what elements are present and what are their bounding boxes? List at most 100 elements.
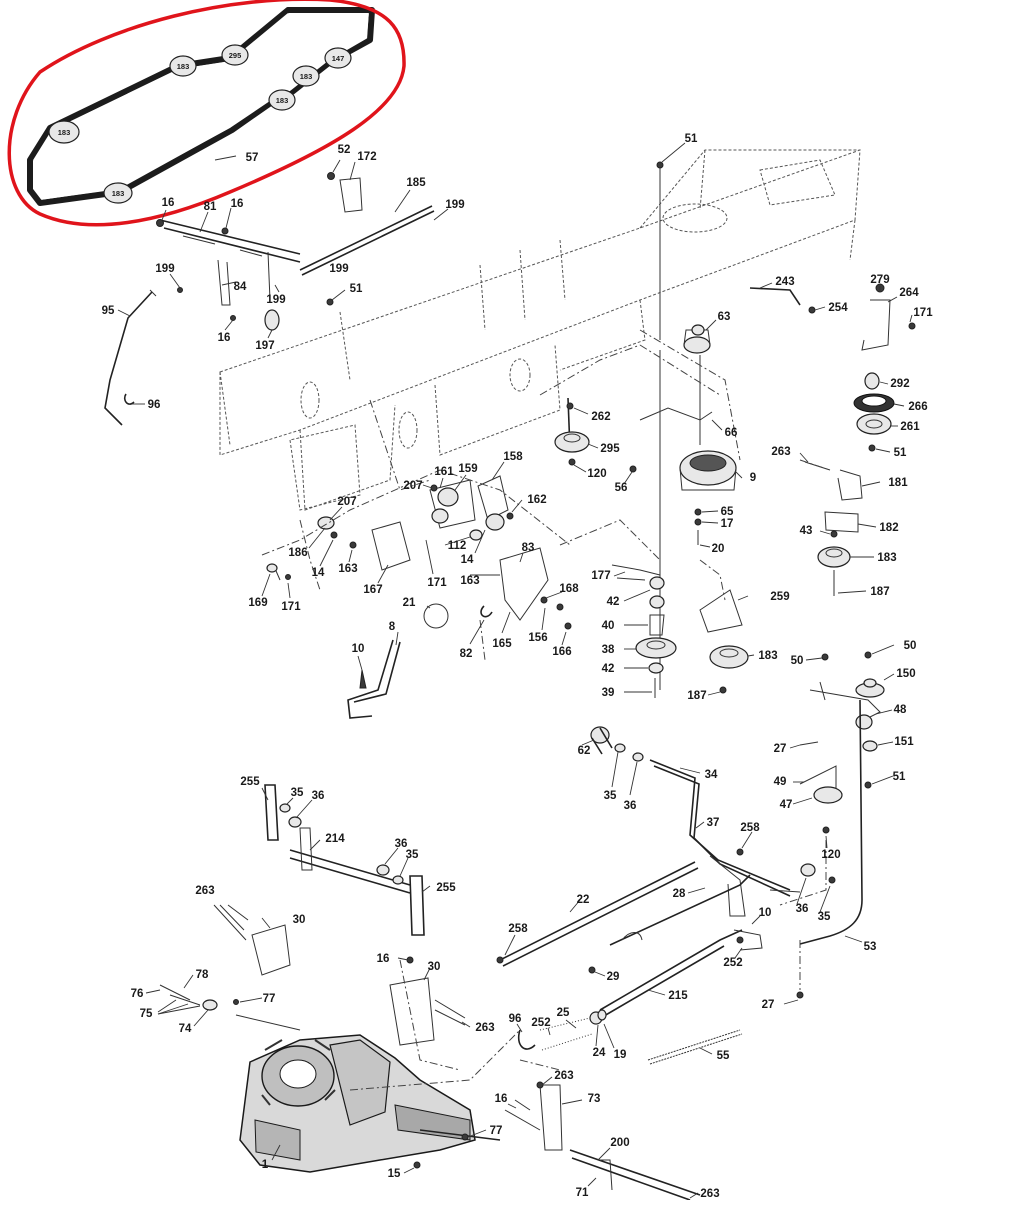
part-label: 263 <box>700 1188 719 1200</box>
part-label: 36 <box>624 800 637 812</box>
part-label: 29 <box>607 971 620 983</box>
part-label: 43 <box>800 525 813 537</box>
belt-pulley: 183 <box>103 182 133 204</box>
part-label: 207 <box>337 496 356 508</box>
part-label: 37 <box>707 817 720 829</box>
part-label: 243 <box>775 276 794 288</box>
part-label: 158 <box>503 451 523 463</box>
part-label: 16 <box>162 197 175 209</box>
part-label: 199 <box>329 263 348 275</box>
part-label: 22 <box>577 894 590 906</box>
part-label: 51 <box>350 283 363 295</box>
part-label: 165 <box>492 638 512 650</box>
part-label: 183 <box>877 552 896 564</box>
part-label: 151 <box>894 736 914 748</box>
part-label: 163 <box>338 563 357 575</box>
part-label: 38 <box>602 644 615 656</box>
part-label: 57 <box>246 152 259 164</box>
part-label: 199 <box>445 199 464 211</box>
part-label: 263 <box>554 1070 573 1082</box>
part-label: 150 <box>896 668 915 680</box>
part-label: 199 <box>266 294 285 306</box>
part-label: 15 <box>388 1168 401 1180</box>
svg-text:147: 147 <box>332 54 345 63</box>
part-label: 50 <box>791 655 804 667</box>
svg-text:183: 183 <box>177 62 190 71</box>
svg-text:183: 183 <box>112 189 125 198</box>
part-label: 263 <box>771 446 790 458</box>
svg-text:183: 183 <box>276 96 289 105</box>
part-label: 74 <box>179 1023 192 1035</box>
part-label: 163 <box>460 575 479 587</box>
part-label: 16 <box>495 1093 508 1105</box>
part-label: 169 <box>248 597 267 609</box>
part-label: 95 <box>102 305 115 317</box>
part-label: 56 <box>615 482 628 494</box>
upper-right-parts <box>554 161 916 690</box>
part-label: 24 <box>593 1047 606 1059</box>
center-linkage <box>266 475 749 719</box>
part-label: 16 <box>377 953 390 965</box>
part-label: 159 <box>458 463 477 475</box>
part-label: 52 <box>338 144 351 156</box>
part-label: 8 <box>389 621 396 633</box>
part-label: 183 <box>758 650 777 662</box>
part-label: 19 <box>614 1049 627 1061</box>
part-label: 78 <box>196 969 209 981</box>
part-label: 263 <box>475 1022 494 1034</box>
part-label: 16 <box>218 332 231 344</box>
part-label: 254 <box>828 302 848 314</box>
part-label: 177 <box>591 570 610 582</box>
belt-pulley: 147 <box>324 47 352 69</box>
part-label: 96 <box>509 1013 522 1025</box>
part-label: 27 <box>774 743 787 755</box>
part-label: 120 <box>821 849 840 861</box>
leader-lines <box>117 142 913 1199</box>
part-label: 53 <box>864 941 877 953</box>
part-label: 36 <box>395 838 408 850</box>
part-label: 39 <box>602 687 615 699</box>
mower-frame <box>219 149 861 511</box>
part-label: 76 <box>131 988 144 1000</box>
svg-text:183: 183 <box>300 72 313 81</box>
part-label: 9 <box>750 472 756 484</box>
part-labels: 51 52 172 185 199 16 81 16 57 199 84 199… <box>102 133 934 1200</box>
part-label: 187 <box>687 690 706 702</box>
part-label: 51 <box>893 771 906 783</box>
part-label: 261 <box>900 421 920 433</box>
part-label: 14 <box>461 554 474 566</box>
part-label: 28 <box>673 888 686 900</box>
part-label: 30 <box>428 961 441 973</box>
part-label: 35 <box>291 787 304 799</box>
part-label: 36 <box>796 903 809 915</box>
part-label: 161 <box>434 466 454 478</box>
part-label: 10 <box>352 643 365 655</box>
part-label: 262 <box>591 411 610 423</box>
part-label: 63 <box>718 311 731 323</box>
part-label: 14 <box>312 567 325 579</box>
part-label: 215 <box>668 990 688 1002</box>
part-label: 77 <box>490 1125 503 1137</box>
part-label: 255 <box>436 882 456 894</box>
part-label: 20 <box>712 543 725 555</box>
part-label: 258 <box>740 822 760 834</box>
part-label: 65 <box>721 506 734 518</box>
part-label: 187 <box>870 586 889 598</box>
belt-pulley: 183 <box>268 89 296 111</box>
part-label: 263 <box>195 885 214 897</box>
part-label: 51 <box>685 133 698 145</box>
part-label: 42 <box>602 663 615 675</box>
highlight-circle <box>7 0 406 227</box>
part-label: 266 <box>908 401 927 413</box>
construction-lines <box>261 329 831 1091</box>
part-label: 51 <box>894 447 907 459</box>
part-label: 35 <box>604 790 617 802</box>
part-label: 42 <box>607 596 620 608</box>
belt-pulley: 183 <box>169 55 197 77</box>
part-label: 27 <box>762 999 775 1011</box>
part-label: 264 <box>899 287 919 299</box>
belt-pulley: 183 <box>48 120 80 144</box>
part-label: 10 <box>759 907 772 919</box>
